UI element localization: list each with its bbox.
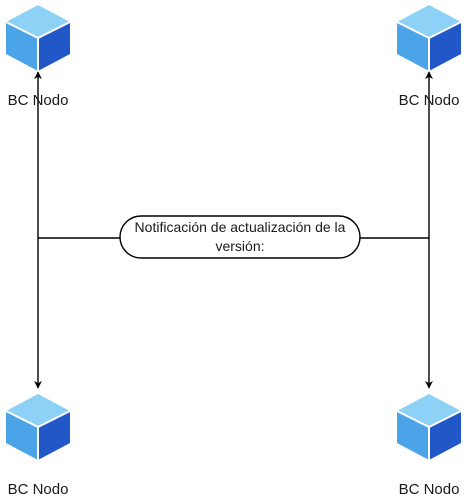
node-bottom-right-cube-icon[interactable]	[396, 393, 462, 461]
message-text: Notificación de actualización de la vers…	[134, 219, 346, 254]
node-top-right-label: BC Nodo	[398, 92, 460, 109]
node-bottom-left-label: BC Nodo	[7, 481, 69, 498]
message-pill[interactable]	[119, 215, 361, 259]
node-top-left-cube-icon[interactable]	[5, 4, 71, 72]
node-top-left-label: BC Nodo	[7, 92, 69, 109]
node-top-right-cube-icon[interactable]	[396, 4, 462, 72]
node-bottom-right-label: BC Nodo	[398, 481, 460, 498]
node-bottom-left-cube-icon[interactable]	[5, 393, 71, 461]
